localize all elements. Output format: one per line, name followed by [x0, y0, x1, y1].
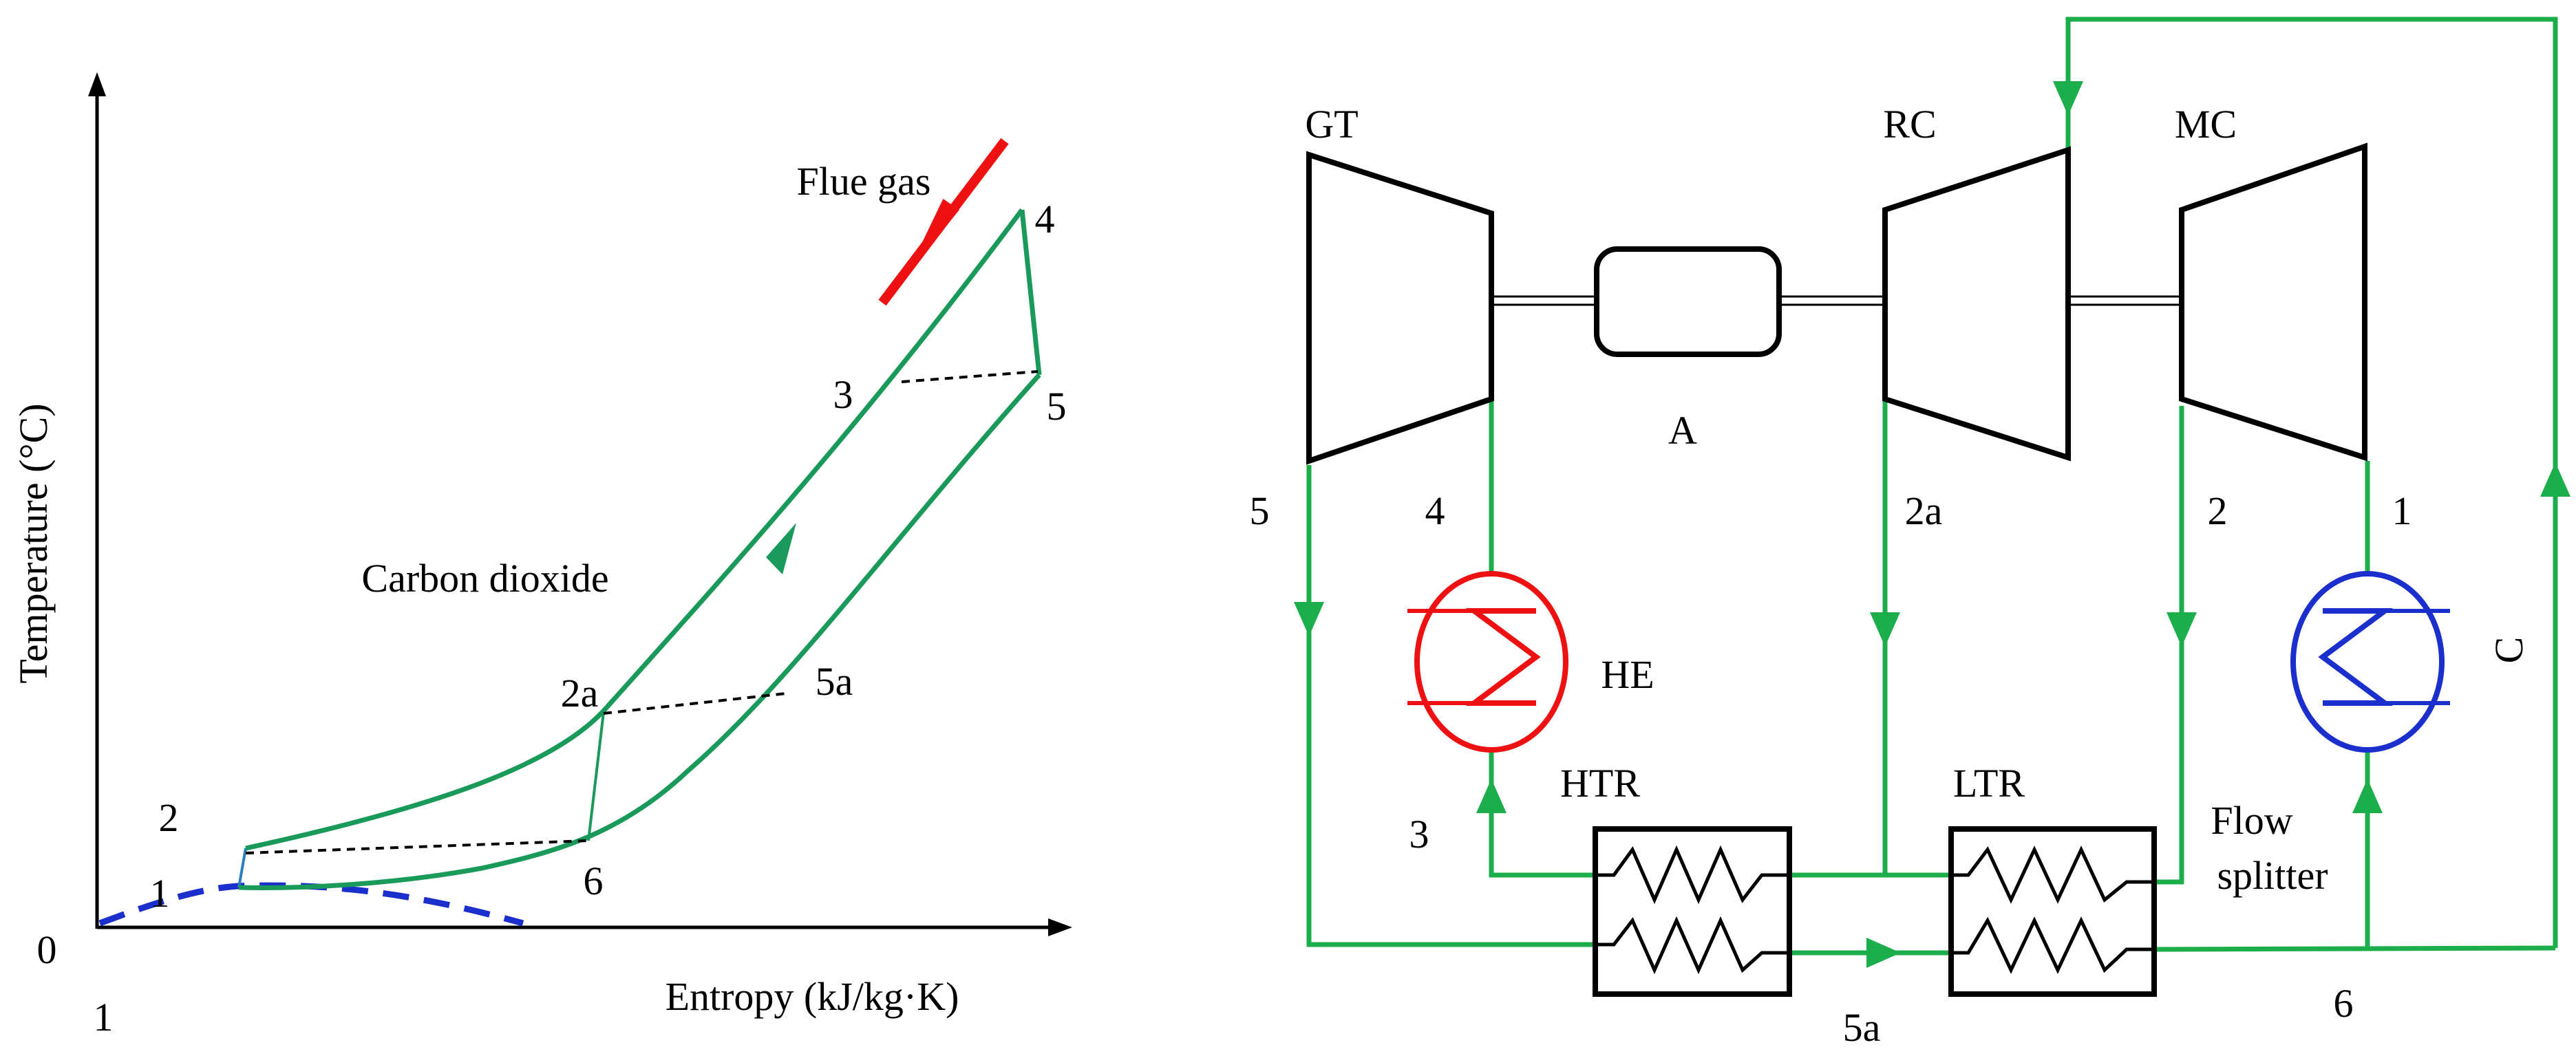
pipe-6 [2153, 945, 2556, 952]
arrow-icon [1870, 612, 1900, 647]
zigzag-coil-icon [1951, 916, 2154, 974]
arrow-icon [2167, 612, 2197, 647]
zigzag-coil-icon [1951, 845, 2154, 904]
heat-exchanger-coil-icon [1465, 608, 1541, 706]
recompressor [1882, 146, 2071, 462]
arrow-icon [1294, 602, 1324, 636]
htr-label: HTR [1560, 761, 1640, 806]
flow-arrow-icon [766, 523, 796, 574]
flow-splitter-label-line1: Flow [2211, 798, 2292, 843]
heating-curve-2-4 [245, 208, 1024, 851]
arrow-icon [2540, 462, 2570, 497]
ltr-label: LTR [1953, 761, 2025, 806]
ts-state-5a: 5a [816, 659, 853, 704]
x-axis-arrowhead [1048, 918, 1072, 936]
flow-splitter-label-line2: splitter [2217, 853, 2328, 898]
heater-shell [1414, 571, 1568, 753]
ltr [1948, 826, 2157, 997]
alternator-label: A [1668, 408, 1697, 453]
cycle-state-5: 5 [1250, 488, 1270, 533]
cycle-diagram: GT A RC MC HE [1250, 17, 2570, 1050]
recompression-line-6-2a [587, 711, 605, 841]
zigzag-coil-icon [1595, 916, 1789, 975]
alternator [1594, 246, 1782, 357]
fluid-label: Carbon dioxide [361, 556, 608, 601]
x-axis-label: Entropy (kJ/kg·K) [666, 974, 959, 1019]
y-axis-label: Temperature (°C) [11, 403, 56, 683]
ts-state-3: 3 [833, 372, 853, 417]
arrow-icon [1866, 938, 1901, 968]
cooler-label: C [2487, 637, 2531, 664]
dashed-3-5 [901, 370, 1039, 383]
arrow-icon [2352, 779, 2383, 813]
cooler [2290, 571, 2450, 753]
htr [1593, 826, 1792, 997]
dashed-2a-5a [603, 692, 787, 715]
ltr-box [1948, 826, 2157, 997]
main-compressor [2179, 142, 2367, 462]
cycle-state-6: 6 [2334, 981, 2354, 1026]
cooling-curve-5-1 [238, 373, 1041, 890]
heater-label: HE [1601, 652, 1654, 697]
recompressor-label: RC [1883, 102, 1936, 147]
cycle-state-2: 2 [2208, 488, 2228, 533]
gas-turbine [1306, 151, 1494, 465]
ts-state-2: 2 [159, 795, 179, 840]
compression-line-1-2 [237, 848, 247, 888]
shafts [1491, 295, 2182, 306]
main-compressor-label: MC [2175, 102, 2237, 147]
htr-box [1593, 826, 1792, 997]
cooler-shell [2290, 571, 2445, 753]
ts-state-2a: 2a [561, 671, 599, 715]
pipe-2 [2154, 406, 2184, 885]
zigzag-coil-icon [1595, 845, 1789, 905]
arrow-icon [1476, 779, 1507, 813]
cycle-state-3: 3 [1409, 812, 1429, 856]
arrow-icon [2053, 81, 2083, 116]
heat-exchanger-coil-icon [2318, 608, 2394, 706]
ts-state-4: 4 [1035, 197, 1055, 241]
flue-gas-label: Flue gas [797, 159, 931, 204]
flow-arrows [1294, 81, 2570, 968]
cycle-state-2a: 2a [1905, 488, 1943, 533]
pipe-bypass [2065, 17, 2558, 948]
heater [1407, 571, 1568, 753]
expansion-line-4-5 [1019, 209, 1042, 376]
y-axis-arrowhead [88, 72, 106, 96]
dashed-2-6 [245, 839, 589, 854]
cycle-state-4: 4 [1425, 488, 1445, 533]
ts-state-5: 5 [1047, 384, 1067, 429]
ts-state-1: 1 [150, 871, 170, 916]
ts-diagram: Temperature (°C) Entropy (kJ/kg·K) 0 1 F… [11, 72, 1072, 1039]
ts-state-6: 6 [584, 859, 604, 903]
gas-turbine-label: GT [1305, 102, 1358, 147]
cycle-state-5a: 5a [1843, 1005, 1881, 1050]
flue-gas-arrowhead-icon [916, 199, 959, 258]
origin-label: 0 [37, 927, 57, 972]
cycle-state-1: 1 [2392, 488, 2412, 533]
below-origin-label: 1 [94, 995, 114, 1039]
